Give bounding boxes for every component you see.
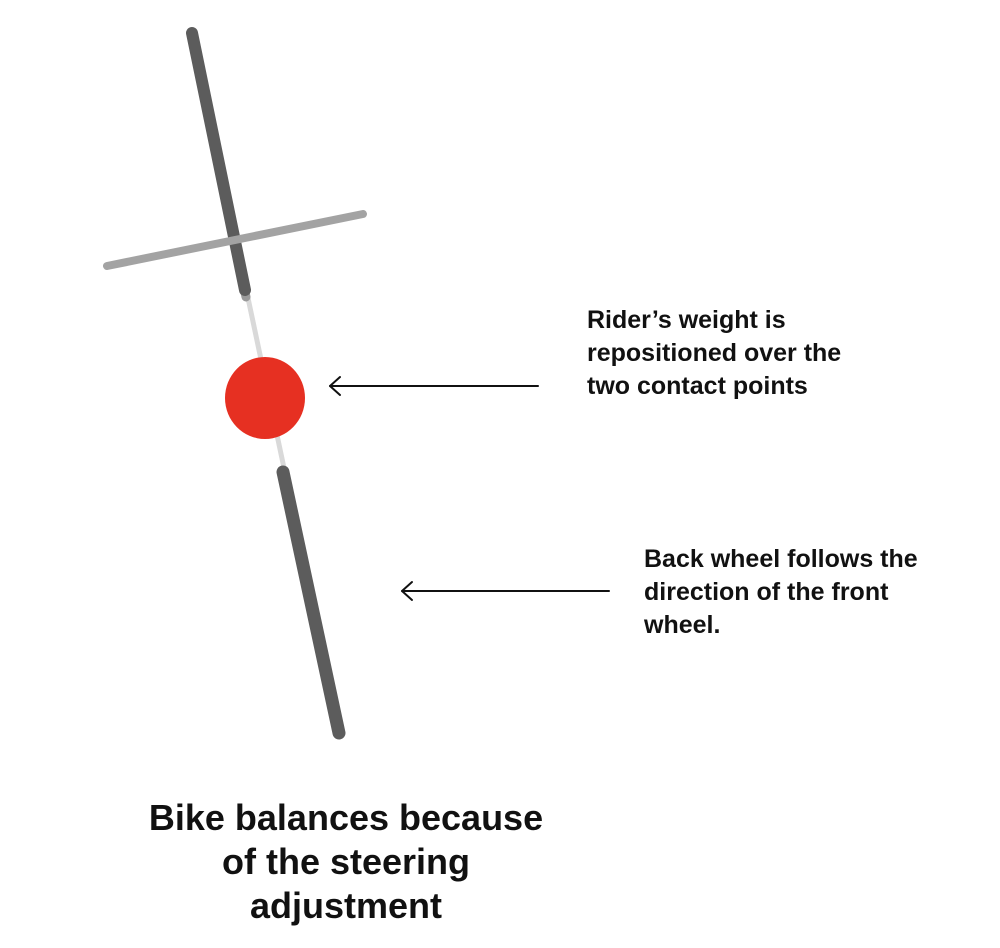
- back-wheel-annotation: Back wheel follows the direction of the …: [644, 545, 918, 639]
- diagram-caption: Bike balances because of the steering ad…: [148, 797, 544, 926]
- left-arrow-icon: [401, 581, 610, 601]
- front-wheel: [186, 27, 251, 296]
- rider-weight-marker: [225, 357, 305, 439]
- left-arrow-icon: [329, 376, 539, 396]
- rider-weight-annotation: Rider’s weight is repositioned over the …: [587, 306, 842, 400]
- back-wheel: [276, 465, 346, 740]
- handlebar: [103, 210, 367, 270]
